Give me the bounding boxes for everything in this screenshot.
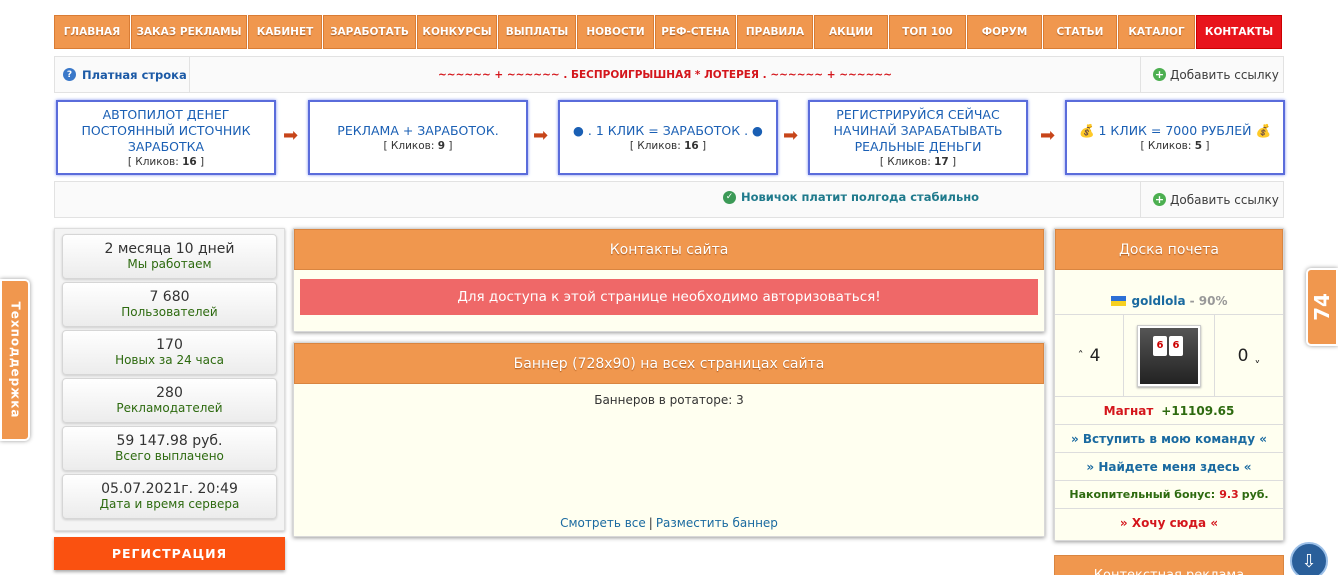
nav-item[interactable]: ГЛАВНАЯ bbox=[54, 15, 130, 49]
stat-label: Новых за 24 часа bbox=[115, 353, 224, 367]
stat-value: 280 bbox=[156, 385, 183, 401]
ticker-text[interactable]: ~~~~~~ + ~~~~~~ . БЕСПРОИГРЫШНАЯ * ЛОТЕР… bbox=[437, 68, 893, 81]
ad-block[interactable]: 💰 1 КЛИК = 7000 РУБЛЕЙ 💰 [ Кликов: 5 ] bbox=[1065, 100, 1285, 175]
nav-item[interactable]: ЗАКАЗ РЕКЛАМЫ bbox=[131, 15, 247, 49]
stat-label: Всего выплачено bbox=[115, 449, 224, 463]
nav-item[interactable]: ВЫПЛАТЫ bbox=[498, 15, 576, 49]
auth-alert: Для доступа к этой странице необходимо а… bbox=[300, 279, 1038, 315]
nav-item[interactable]: КОНКУРСЫ bbox=[417, 15, 497, 49]
counter-badge[interactable]: 74 bbox=[1306, 268, 1338, 346]
nav-item[interactable]: ТОП 100 bbox=[889, 15, 966, 49]
nav-item[interactable]: АКЦИИ bbox=[814, 15, 888, 49]
ad-block[interactable]: АВТОПИЛОТ ДЕНЕГ ПОСТОЯННЫЙ ИСТОЧНИК ЗАРА… bbox=[56, 100, 276, 175]
ad-title: АВТОПИЛОТ ДЕНЕГ ПОСТОЯННЫЙ ИСТОЧНИК ЗАРА… bbox=[81, 107, 251, 154]
stat-value: 05.07.2021г. 20:49 bbox=[101, 481, 238, 497]
view-all-link[interactable]: Смотреть все bbox=[560, 516, 646, 530]
ticker-label[interactable]: ? Платная строка bbox=[55, 57, 190, 92]
place-banner-link[interactable]: Разместить баннер bbox=[655, 516, 778, 530]
card-icon: 6 bbox=[1169, 335, 1183, 356]
banner-title: Баннер (728x90) на всех страницах сайта bbox=[294, 343, 1044, 384]
bonus-row: Накопительный бонус: 9.3 руб. bbox=[1055, 481, 1283, 509]
stat-value: 7 680 bbox=[149, 289, 190, 305]
contacts-title: Контакты сайта bbox=[294, 229, 1044, 270]
arrow-right-icon: ➡ bbox=[283, 125, 299, 146]
ad-block[interactable]: РЕКЛАМА + ЗАРАБОТОК. [ Кликов: 9 ] bbox=[308, 100, 528, 175]
join-team-link[interactable]: » Вступить в мою команду « bbox=[1055, 425, 1283, 453]
nav-item[interactable]: КАТАЛОГ bbox=[1118, 15, 1195, 49]
stat-label: Мы работаем bbox=[127, 257, 212, 271]
stat-box: 59 147.98 руб.Всего выплачено bbox=[62, 426, 277, 471]
stat-label: Дата и время сервера bbox=[99, 497, 240, 511]
nav-item[interactable]: ЗАРАБОТАТЬ bbox=[323, 15, 416, 49]
stat-value: 59 147.98 руб. bbox=[116, 433, 223, 449]
vote-row: ˆ 4 6 6 0 ˬ bbox=[1055, 315, 1283, 397]
vote-down[interactable]: 0 ˬ bbox=[1237, 345, 1261, 366]
honor-board: Доска почета goldlola - 90% ˆ 4 6 6 0 bbox=[1054, 228, 1284, 541]
ukraine-flag-icon bbox=[1110, 295, 1126, 306]
find-me-link[interactable]: » Найдете меня здесь « bbox=[1055, 453, 1283, 481]
honor-user[interactable]: goldlola - 90% bbox=[1055, 287, 1283, 315]
notice-add-link-button[interactable]: + Добавить ссылку bbox=[1140, 182, 1283, 217]
stat-label: Пользователей bbox=[121, 305, 218, 319]
banner-count: Баннеров в ротаторе: 3 bbox=[594, 393, 744, 407]
ad-clicks: [ Кликов: 5 ] bbox=[1140, 140, 1210, 152]
caret-down-icon: ˬ bbox=[1254, 348, 1261, 363]
nav-item[interactable]: КАБИНЕТ bbox=[248, 15, 322, 49]
honor-rank: Магнат +11109.65 bbox=[1055, 397, 1283, 425]
ad-clicks: [ Кликов: 17 ] bbox=[879, 156, 957, 168]
plus-icon: + bbox=[1153, 68, 1166, 81]
ad-title: 💰 1 КЛИК = 7000 РУБЛЕЙ 💰 bbox=[1078, 123, 1272, 138]
ad-block[interactable]: ● . 1 КЛИК = ЗАРАБОТОК . ● [ Кликов: 16 ] bbox=[558, 100, 778, 175]
check-icon: ✓ bbox=[723, 190, 736, 204]
banner-panel: Баннер (728x90) на всех страницах сайта … bbox=[293, 342, 1045, 537]
ad-clicks: [ Кликов: 16 ] bbox=[629, 140, 707, 152]
notice-link[interactable]: ✓ Новичок платит полгода стабильно bbox=[723, 190, 979, 204]
arrow-right-icon: ➡ bbox=[783, 125, 799, 146]
question-icon: ? bbox=[63, 68, 76, 81]
arrow-right-icon: ➡ bbox=[1040, 125, 1056, 146]
ad-title: ● . 1 КЛИК = ЗАРАБОТОК . ● bbox=[573, 123, 763, 138]
contacts-panel: Контакты сайта Для доступа к этой страни… bbox=[293, 228, 1045, 332]
ad-block[interactable]: РЕГИСТРИРУЙСЯ СЕЙЧАС НАЧИНАЙ ЗАРАБАТЫВАТ… bbox=[808, 100, 1028, 175]
nav-item[interactable]: ФОРУМ bbox=[967, 15, 1042, 49]
stat-value: 2 месяца 10 дней bbox=[104, 241, 235, 257]
ad-title: РЕКЛАМА + ЗАРАБОТОК. bbox=[337, 123, 499, 138]
ad-clicks: [ Кликов: 9 ] bbox=[383, 140, 453, 152]
plus-icon: + bbox=[1153, 193, 1166, 206]
avatar[interactable]: 6 6 bbox=[1137, 324, 1201, 387]
support-tab[interactable]: Техподдержка bbox=[0, 279, 30, 441]
arrow-down-icon: ⇩ bbox=[1301, 550, 1317, 572]
context-ads-panel: Контекстная реклама bbox=[1054, 555, 1284, 575]
want-here-link[interactable]: » Хочу сюда « bbox=[1119, 516, 1219, 530]
notice-bar: ✓ Новичок платит полгода стабильно + Доб… bbox=[54, 181, 1284, 218]
nav-item[interactable]: КОНТАКТЫ bbox=[1196, 15, 1282, 49]
card-icon: 6 bbox=[1153, 335, 1167, 356]
ad-title: РЕГИСТРИРУЙСЯ СЕЙЧАС НАЧИНАЙ ЗАРАБАТЫВАТ… bbox=[833, 107, 1003, 154]
nav-item[interactable]: РЕФ-СТЕНА bbox=[655, 15, 736, 49]
honor-title: Доска почета bbox=[1055, 229, 1283, 270]
stat-value: 170 bbox=[156, 337, 183, 353]
arrow-right-icon: ➡ bbox=[533, 125, 549, 146]
scroll-down-button[interactable]: ⇩ bbox=[1290, 542, 1328, 575]
vote-up[interactable]: ˆ 4 bbox=[1077, 345, 1101, 366]
nav-item[interactable]: ПРАВИЛА bbox=[737, 15, 813, 49]
ad-clicks: [ Кликов: 16 ] bbox=[127, 156, 205, 168]
banner-links: Смотреть все|Разместить баннер bbox=[560, 516, 778, 530]
register-button[interactable]: РЕГИСТРАЦИЯ bbox=[54, 537, 285, 570]
paid-ticker: ? Платная строка ~~~~~~ + ~~~~~~ . БЕСПР… bbox=[54, 56, 1284, 93]
nav-item[interactable]: СТАТЬИ bbox=[1043, 15, 1117, 49]
caret-up-icon: ˆ bbox=[1077, 348, 1084, 363]
add-link-button[interactable]: + Добавить ссылку bbox=[1140, 57, 1283, 92]
stat-label: Рекламодателей bbox=[116, 401, 223, 415]
nav-item[interactable]: НОВОСТИ bbox=[577, 15, 654, 49]
